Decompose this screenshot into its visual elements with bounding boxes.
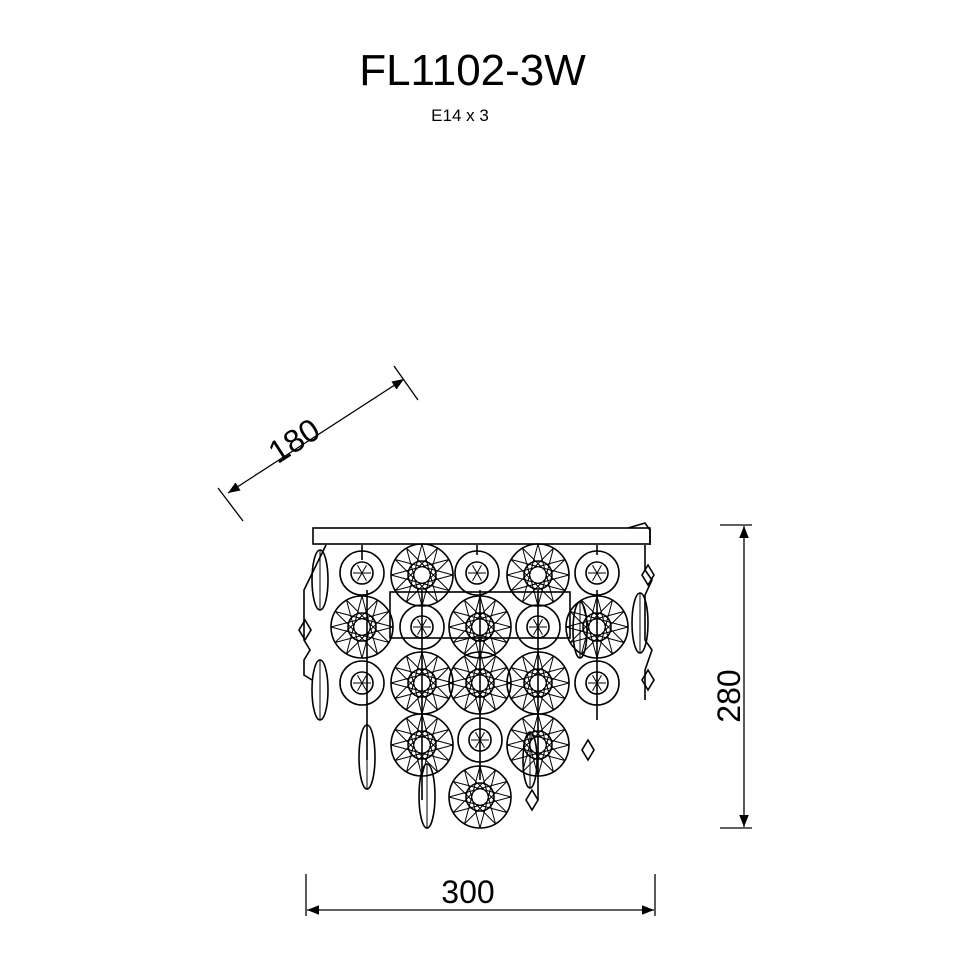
model-title: FL1102-3W [359, 46, 586, 95]
crystal-ring-inner [350, 561, 374, 585]
crystal-star [413, 618, 431, 636]
crystal-ring-inner [523, 560, 553, 590]
crystal-star [529, 618, 547, 636]
crystal-ring [574, 660, 620, 706]
crystal-star [468, 564, 486, 582]
crystal-facets [448, 651, 512, 715]
crystal-ring-inner [407, 560, 437, 590]
crystal-ring [339, 550, 385, 596]
crystal-ring-inner [526, 615, 550, 639]
crystal-ring-inner [407, 668, 437, 698]
diamond-crystal [525, 788, 539, 812]
crystal-facets [448, 765, 512, 829]
height-label: 280 [711, 669, 747, 722]
crystal-ring-inner [465, 612, 495, 642]
crystal-ring [330, 595, 394, 659]
crystal-facets [506, 651, 570, 715]
crystal-facets [448, 595, 512, 659]
crystal-star [588, 564, 606, 582]
wall-plate [312, 527, 651, 545]
depth-label: 180 [262, 411, 326, 470]
crystal-ring-inner [468, 728, 492, 752]
crystal-facets [565, 595, 629, 659]
lamp-front-view [298, 522, 655, 829]
side-hook-left [303, 544, 327, 681]
crystal-facets [390, 713, 454, 777]
crystal-star [353, 674, 371, 692]
crystal-ring-inner [410, 615, 434, 639]
crystal-facets [390, 651, 454, 715]
diamond-crystal [641, 668, 655, 692]
crystal-ring-inner [585, 671, 609, 695]
crystal-ring [457, 717, 503, 763]
crystal-ring [515, 604, 561, 650]
crystal-ring-inner [585, 561, 609, 585]
crystal-star [353, 564, 371, 582]
crystal-ring [574, 550, 620, 596]
crystal-ring-inner [465, 782, 495, 812]
crystal-star [588, 674, 606, 692]
crystal-ring-inner [347, 612, 377, 642]
depth-dimension [217, 365, 419, 522]
crystal-ring [399, 604, 445, 650]
crystal-facets [390, 543, 454, 607]
diamond-crystal [641, 563, 655, 587]
crystal-facets [506, 543, 570, 607]
diamond-crystal [298, 618, 312, 642]
width-label: 300 [441, 874, 494, 910]
crystal-ring-inner [582, 612, 612, 642]
crystal-ring [454, 550, 500, 596]
bulb-spec: E14 x 3 [431, 106, 489, 125]
crystal-ring-inner [350, 671, 374, 695]
width-dimension [305, 874, 656, 916]
crystal-facets [330, 595, 394, 659]
side-hook-right [644, 545, 653, 700]
crystal-ring-inner [465, 561, 489, 585]
crystal-ring-inner [407, 730, 437, 760]
crystal-ring [339, 660, 385, 706]
crystal-ring-inner [465, 668, 495, 698]
mount-bracket [627, 522, 651, 545]
height-dimension [720, 524, 752, 829]
crystal-star [471, 731, 489, 749]
crystal-ring-inner [523, 668, 553, 698]
diamond-crystal [581, 738, 595, 762]
